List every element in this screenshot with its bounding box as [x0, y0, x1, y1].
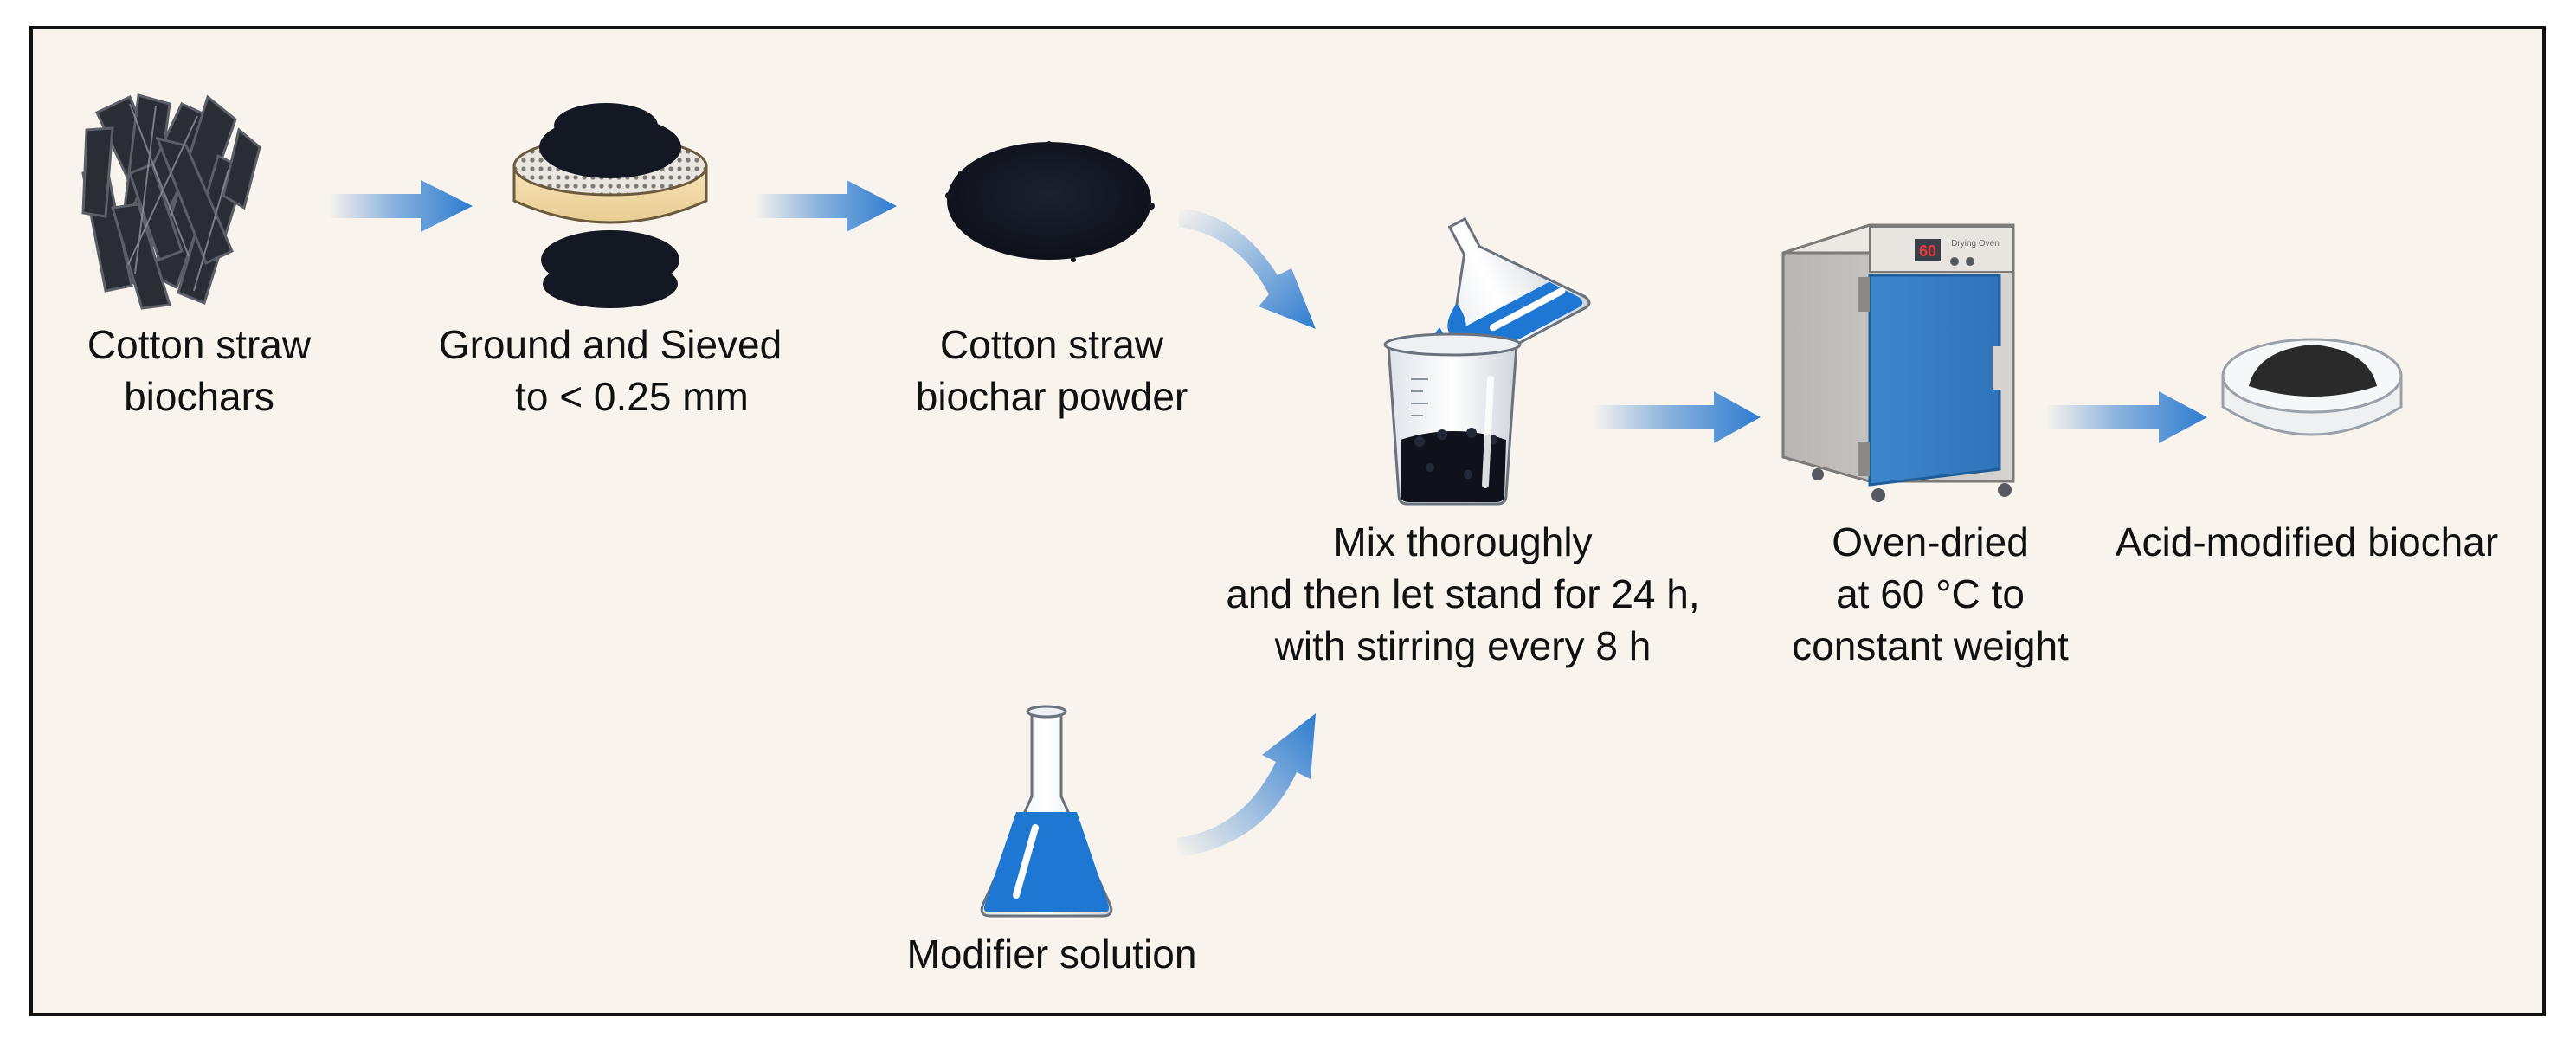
biochar-pieces-icon: [81, 93, 261, 310]
biochar-powder-icon: [945, 141, 1155, 262]
diagram-frame: [29, 26, 2546, 1016]
arrow-step1-to-step2: [329, 180, 473, 232]
arrow-mix-to-oven: [1593, 391, 1761, 443]
petri-dish-icon: [2221, 338, 2403, 436]
label-acid-modified-biochar: Acid-modified biochar: [2115, 519, 2499, 564]
arrow-powder-to-mix: [1179, 208, 1316, 329]
oven-temperature-display: 60: [1919, 242, 1936, 260]
beaker-mixing-icon: [1383, 216, 1591, 506]
label-modifier-solution: Modifier solution: [906, 932, 1197, 977]
arrow-solution-to-mix: [1177, 713, 1316, 857]
arrow-step2-to-step3: [755, 180, 897, 232]
sieve-icon: [512, 103, 708, 308]
drying-oven-icon: 60 Drying Oven: [1781, 223, 2015, 502]
oven-nameplate: Drying Oven: [1951, 239, 2000, 248]
erlenmeyer-flask-icon: [980, 705, 1113, 918]
arrow-oven-to-product: [2046, 391, 2207, 443]
